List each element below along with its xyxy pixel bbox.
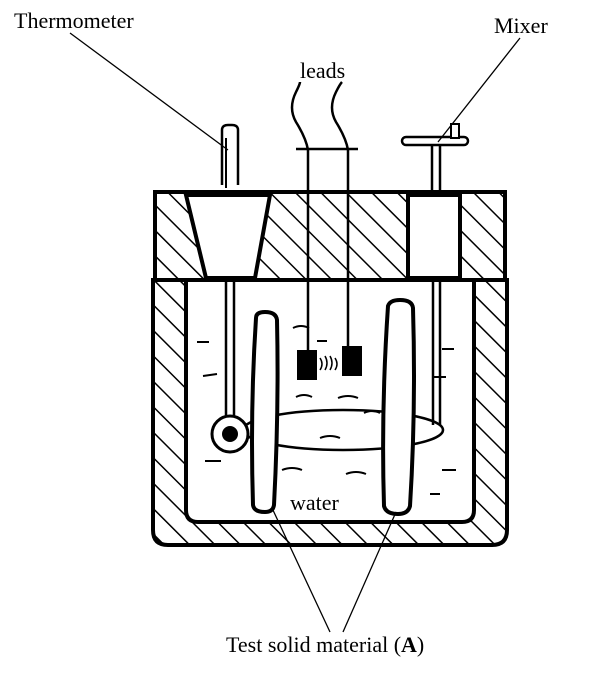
thermometer-top [220, 123, 240, 185]
mixer [400, 123, 470, 425]
leads [290, 81, 362, 380]
lid [153, 190, 507, 282]
thermometer [210, 123, 250, 454]
thermometer-label: Thermometer [14, 8, 134, 33]
test-material-leader-right [342, 511, 397, 633]
mixer-leader [437, 37, 521, 143]
lid-plug [183, 193, 273, 280]
leader-lines [69, 32, 521, 633]
test-material-right [381, 297, 416, 517]
test-material-label-letter: A [401, 632, 417, 657]
mixer-port [406, 193, 462, 280]
test-material-label-text: Test solid material ( [226, 632, 402, 657]
test-material-label-close: ) [416, 632, 425, 657]
test-material-leader-left [271, 507, 331, 633]
heater-coil [319, 355, 338, 371]
vessel [151, 278, 509, 547]
test-material-label: Test solid material (A) [226, 634, 424, 656]
vessel-wall [151, 278, 509, 547]
water-label: water [290, 490, 339, 515]
mixer-label: Mixer [494, 13, 548, 38]
heater-electrode-right [342, 346, 362, 376]
heater-electrode-left [297, 350, 317, 380]
test-material-left [250, 309, 280, 515]
lead-wire-left [290, 81, 310, 151]
test-material [250, 297, 416, 517]
leads-label: leads [300, 58, 346, 83]
thermometer-leader [69, 32, 229, 151]
lead-wire-right [330, 81, 350, 151]
